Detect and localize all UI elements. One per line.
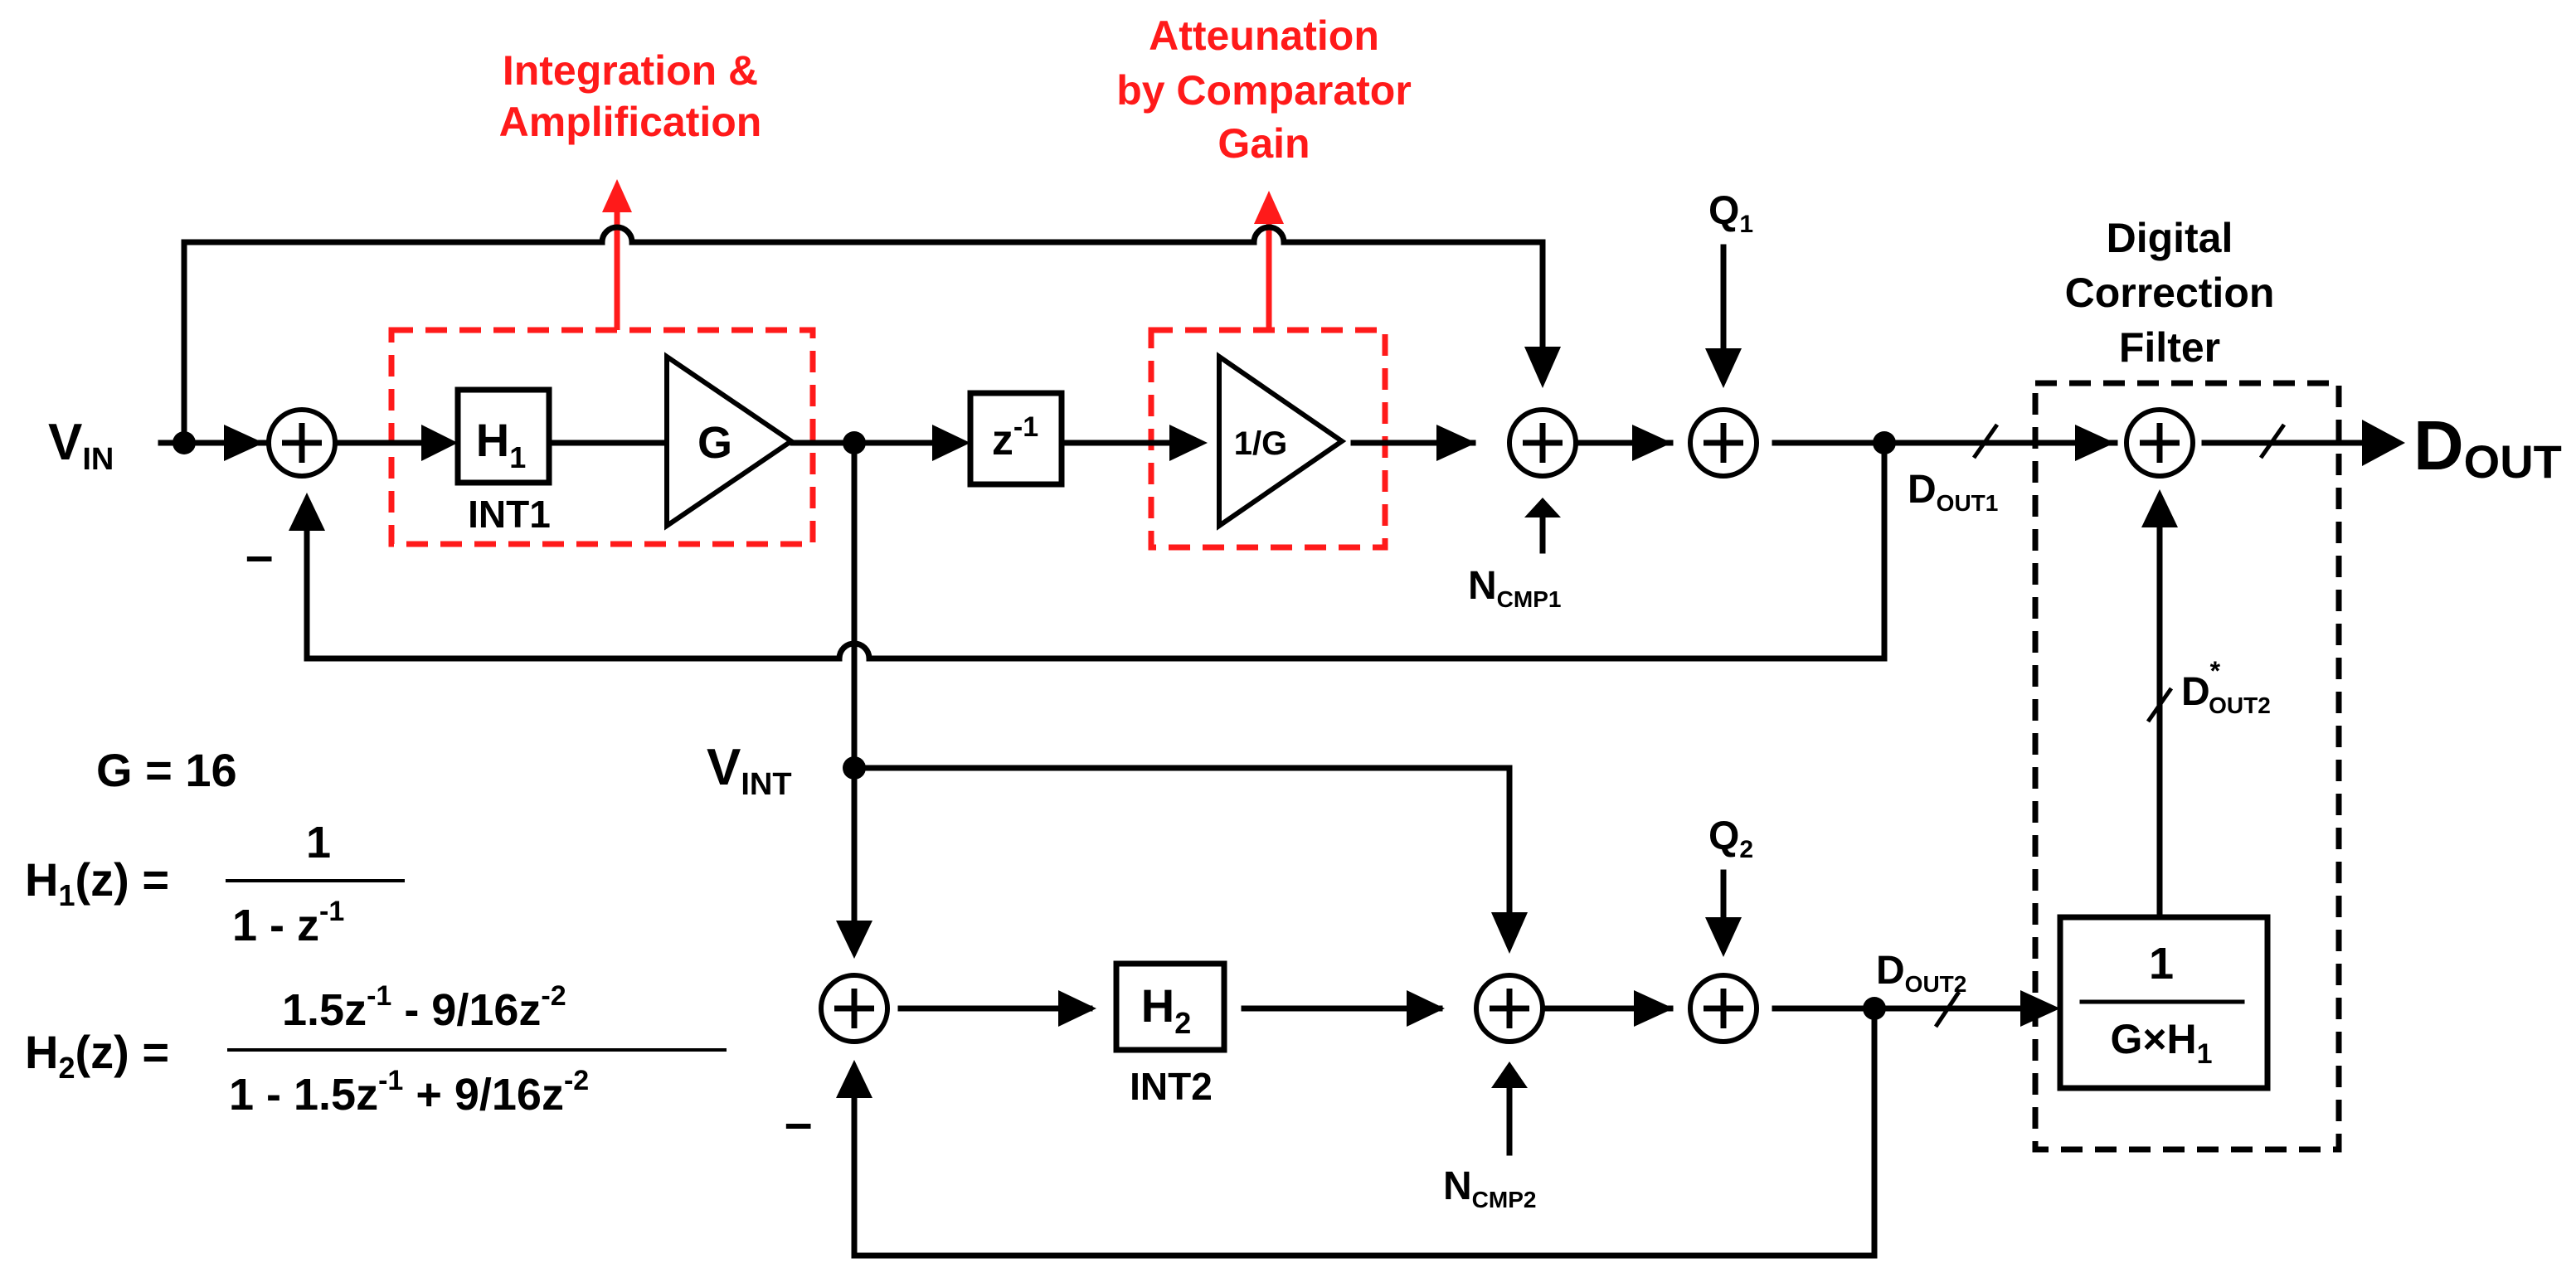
h2-equation-lhs: H2(z) = (25, 1026, 169, 1085)
bus-slash-icon (2146, 687, 2174, 723)
attenuation-arrow-icon (1254, 191, 1284, 224)
minus-sign-2: – (785, 1095, 812, 1150)
q2-label: Q2 (1708, 814, 1753, 863)
h2-label: H2 (1141, 979, 1191, 1040)
arrow-icon (1436, 425, 1476, 461)
ncmp2-label: NCMP2 (1443, 1164, 1536, 1212)
g-amplifier-label: G (697, 418, 732, 468)
attenuation-label-line2: by Comparator (1116, 67, 1412, 114)
attenuation-label-line1: Atteunation (1149, 12, 1379, 59)
arrow-icon (1705, 348, 1742, 388)
arrow-icon (421, 425, 458, 461)
dcf-label-line1: Digital (2107, 215, 2233, 261)
h1-label: H1 (476, 414, 526, 474)
correction-numerator: 1 (2149, 939, 2174, 989)
attenuation-annotation: Atteunation by Comparator Gain (1116, 12, 1412, 551)
dout-arrow-icon (2362, 420, 2405, 466)
int2-label: INT2 (1130, 1065, 1213, 1108)
dout2-star-label: D*OUT2 (2181, 656, 2271, 718)
summing-node-6 (1474, 973, 1545, 1044)
h1-block (454, 386, 552, 486)
dcf-label-line3: Filter (2119, 324, 2220, 371)
integration-annotation: Integration & Amplification (388, 47, 816, 547)
attenuation-label-line3: Gain (1218, 120, 1310, 167)
attenuator-block (1217, 352, 1347, 531)
h1-equation-denominator: 1 - z-1 (232, 896, 344, 950)
vin-junction-dot (173, 431, 196, 454)
arrow-icon (1491, 912, 1528, 954)
g-out-junction-dot (843, 431, 866, 454)
integration-arrow-icon (602, 179, 632, 212)
integration-label-line2: Amplification (499, 99, 762, 145)
arrow-icon (1407, 990, 1445, 1027)
summing-node-7 (1688, 973, 1759, 1044)
h2-block (1113, 960, 1227, 1053)
summing-node-4 (1688, 407, 1759, 479)
dout1-label: DOUT1 (1908, 468, 1998, 516)
arrow-icon (1634, 990, 1674, 1027)
q1-label: Q1 (1708, 189, 1753, 238)
summing-node-3 (1507, 407, 1578, 479)
integration-label-line1: Integration & (503, 47, 758, 94)
arrow-icon (2141, 489, 2178, 527)
h2-equation-numerator: 1.5z-1 - 9/16z-2 (282, 980, 566, 1035)
arrow-icon (2075, 425, 2115, 461)
arrow-icon (2020, 990, 2060, 1027)
dout2-label: DOUT2 (1876, 949, 1966, 997)
h1-equation: H1(z) = 1 1 - z-1 (25, 818, 405, 950)
correction-denominator: G×H1 (2110, 1016, 2212, 1070)
vin-label: VIN (48, 414, 114, 477)
arrow-icon (932, 425, 970, 461)
arrow-icon (1169, 425, 1208, 461)
g-amplifier (664, 352, 796, 531)
dout2-junction-dot (1863, 997, 1886, 1020)
vint-junction-dot (843, 756, 866, 780)
arrow-icon (224, 425, 264, 461)
arrow-icon (836, 1060, 872, 1098)
arrow-icon (289, 493, 325, 531)
ncmp1-label: NCMP1 (1468, 564, 1561, 612)
arrow-icon (1632, 425, 1672, 461)
h2-equation: H2(z) = 1.5z-1 - 9/16z-2 1 - 1.5z-1 + 9/… (25, 980, 727, 1120)
minus-sign-1: – (245, 527, 273, 583)
vint-feedforward-wire (851, 765, 1513, 916)
h2-equation-denominator: 1 - 1.5z-1 + 9/16z-2 (229, 1065, 589, 1120)
z-inverse-label: z-1 (992, 411, 1038, 464)
attenuator-label: 1/G (1234, 425, 1287, 462)
digital-correction-filter-box (2032, 380, 2342, 1153)
dout-label: DOUT (2413, 406, 2562, 488)
summing-node-5 (819, 973, 890, 1044)
arrowheads (224, 347, 2405, 1098)
arrow-icon (1705, 917, 1742, 957)
arrow-icon (836, 921, 872, 959)
summing-node-1 (266, 407, 338, 479)
bus-slash-icon (1933, 990, 1961, 1028)
arrow-icon (1491, 1062, 1528, 1088)
integration-highlight-box (388, 327, 816, 547)
bus-slash-icon (1971, 423, 2000, 459)
arrow-icon (1524, 498, 1561, 517)
h1-equation-numerator: 1 (306, 818, 331, 867)
summing-node-dcf (2124, 407, 2195, 479)
h1-equation-lhs: H1(z) = (25, 853, 169, 912)
g-value-equation: G = 16 (96, 744, 237, 796)
z-inverse-block (967, 390, 1065, 488)
arrow-icon (1058, 990, 1096, 1027)
dout1-junction-dot (1873, 431, 1896, 454)
dcf-label-line2: Correction (2065, 270, 2275, 316)
bus-slash-icon (2258, 423, 2287, 459)
int1-label: INT1 (468, 493, 551, 536)
vint-label: VINT (707, 739, 792, 802)
arrow-icon (1524, 347, 1561, 388)
